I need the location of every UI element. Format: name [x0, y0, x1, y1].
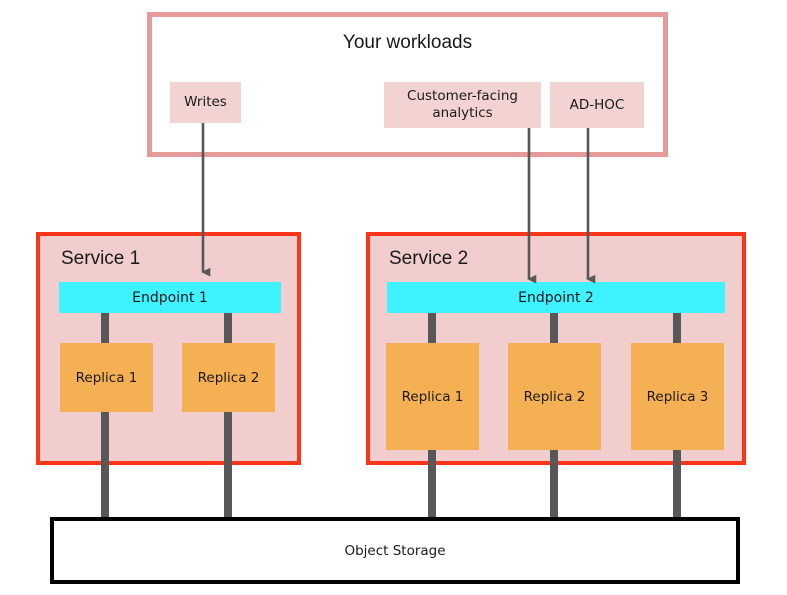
endpoint-1[interactable]: Endpoint 1 [59, 282, 281, 313]
pipe-s2-replica2-storage [550, 447, 558, 521]
pipe-endpoint1-replica2 [224, 310, 232, 346]
workload-chip-ad-hoc[interactable]: AD-HOC [550, 82, 644, 128]
object-storage-label: Object Storage [344, 542, 446, 559]
service-2-replica-2[interactable]: Replica 2 [508, 343, 601, 450]
pipe-endpoint1-replica1 [101, 310, 109, 346]
endpoint-2[interactable]: Endpoint 2 [387, 282, 725, 313]
pipe-endpoint2-replica2 [550, 310, 558, 346]
service-2-replica-3[interactable]: Replica 3 [631, 343, 724, 450]
workload-chip-writes[interactable]: Writes [170, 82, 241, 123]
object-storage-box[interactable]: Object Storage [50, 517, 740, 584]
service-2-title: Service 2 [389, 248, 469, 269]
service-2-replica-1[interactable]: Replica 1 [386, 343, 479, 450]
workload-chip-ad-hoc-label: AD-HOC [569, 96, 625, 113]
workloads-title: Your workloads [342, 32, 473, 53]
service-1-replica-2-label: Replica 2 [197, 369, 260, 386]
service-1-replica-1-label: Replica 1 [75, 369, 138, 386]
pipe-s2-replica3-storage [673, 447, 681, 521]
service-2-replica-3-label: Replica 3 [646, 388, 709, 405]
pipe-s2-replica1-storage [428, 447, 436, 521]
service-2-replica-2-label: Replica 2 [523, 388, 586, 405]
workload-chip-customer-facing-analytics-label: Customer-facing analytics [407, 88, 518, 121]
service-2-replica-1-label: Replica 1 [401, 388, 464, 405]
service-1-replica-2[interactable]: Replica 2 [182, 343, 275, 412]
workload-chip-customer-facing-analytics[interactable]: Customer-facing analytics [384, 82, 541, 128]
pipe-endpoint2-replica3 [673, 310, 681, 346]
endpoint-2-label: Endpoint 2 [518, 289, 594, 306]
pipe-s1-replica2-storage [224, 409, 232, 521]
pipe-s1-replica1-storage [101, 409, 109, 521]
service-1-replica-1[interactable]: Replica 1 [60, 343, 153, 412]
service-1-title: Service 1 [61, 248, 141, 269]
endpoint-1-label: Endpoint 1 [132, 289, 208, 306]
workload-chip-writes-label: Writes [184, 94, 227, 110]
pipe-endpoint2-replica1 [428, 310, 436, 346]
